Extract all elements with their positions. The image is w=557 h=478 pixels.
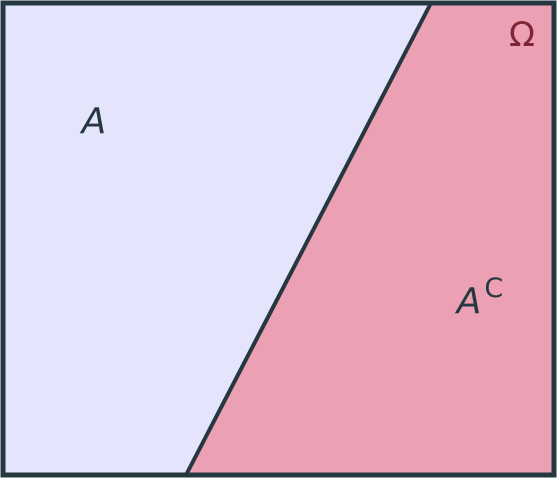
complement-label-base: A [455, 281, 482, 322]
complement-label-superscript: C [484, 273, 503, 304]
complement-region [186, 3, 554, 475]
partition-line [184, 2, 433, 476]
universe-label: Ω [509, 15, 535, 55]
set-a-label: A [80, 101, 107, 142]
set-a-region [3, 3, 431, 475]
